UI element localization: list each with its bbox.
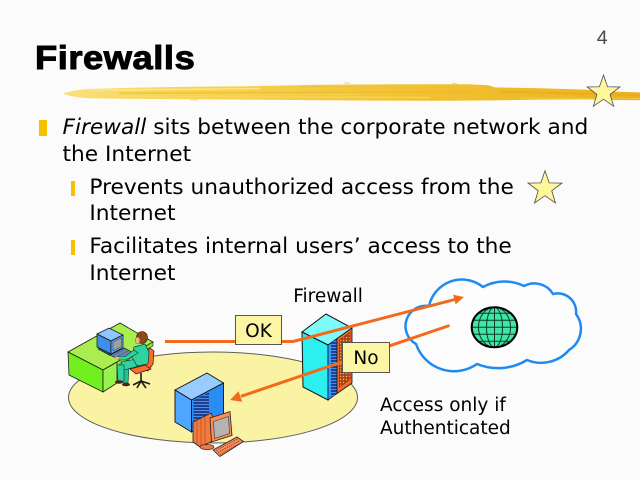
emphasized-term: Firewall [62, 115, 147, 141]
star-icon [526, 169, 564, 205]
globe-outline [470, 306, 519, 349]
user-shoe [122, 382, 130, 387]
title-underline-brush-stroke [63, 82, 640, 101]
crt-stand [199, 444, 215, 450]
brush-streak [199, 93, 361, 96]
globe-meridian [486, 307, 503, 348]
slide-title: Firewalls [34, 39, 195, 77]
globe-icon [470, 306, 519, 349]
crt-monitor [192, 410, 233, 450]
firewall-side-grille [331, 338, 337, 398]
note-line: Access only if [380, 394, 506, 416]
desk-computer [96, 327, 134, 360]
user-leg [116, 364, 125, 382]
ok-label-box: OK [235, 315, 282, 345]
brush-streak [89, 87, 261, 91]
crt-screen [213, 416, 230, 439]
brush-speck [344, 82, 350, 84]
authentication-note: Access only if Authenticated [380, 394, 511, 441]
page-number: 4 [596, 26, 608, 49]
sub-bullet-text: Facilitates internal users’ access to th… [89, 234, 512, 286]
user-hand [115, 356, 119, 360]
arrowhead-icon [230, 391, 243, 402]
sub-bullet-marker-icon [71, 181, 75, 196]
user-face [135, 336, 141, 345]
ok-label: OK [245, 321, 272, 342]
user-torso [131, 343, 150, 367]
ok-arrow-line [165, 297, 456, 343]
user-figure [115, 331, 150, 387]
globe-meridian [478, 307, 511, 348]
workstation-user-icon [67, 322, 155, 393]
firewall-label: Firewall [293, 286, 363, 308]
chair-seat [129, 364, 152, 375]
crt-ridges [196, 417, 206, 445]
ok-arrow [165, 294, 464, 343]
sub-bullet-marker-icon [71, 240, 75, 255]
monitor-screen [112, 337, 122, 352]
brush-streak [519, 97, 640, 100]
bullet-text: sits between the corporate network and t… [62, 115, 589, 167]
keyboard-keys [112, 349, 129, 358]
brush-speck [190, 99, 198, 101]
brush-streak [499, 90, 640, 97]
brush-streak [99, 95, 431, 99]
bullet-level1: Firewall sits between the corporate netw… [63, 115, 611, 168]
brush-streak [119, 90, 471, 95]
no-label: No [353, 348, 379, 370]
bullet-marker-icon [39, 120, 47, 136]
brush-speck [452, 82, 457, 84]
chair-legs [132, 379, 151, 389]
note-line: Authenticated [380, 417, 511, 439]
star-icon [585, 73, 622, 108]
sub-bullet-text: Prevents unauthorized access from the In… [89, 174, 514, 227]
keyboard-body [212, 436, 245, 458]
no-label-box: No [342, 342, 390, 373]
server-computer-icon [174, 372, 245, 458]
keyboard-keys [215, 438, 242, 455]
server-keyboard [212, 436, 245, 458]
brush-stroke-texture [89, 85, 640, 100]
arrowhead-icon [453, 294, 464, 305]
user-arm [117, 349, 139, 361]
user-shoe [115, 380, 123, 384]
